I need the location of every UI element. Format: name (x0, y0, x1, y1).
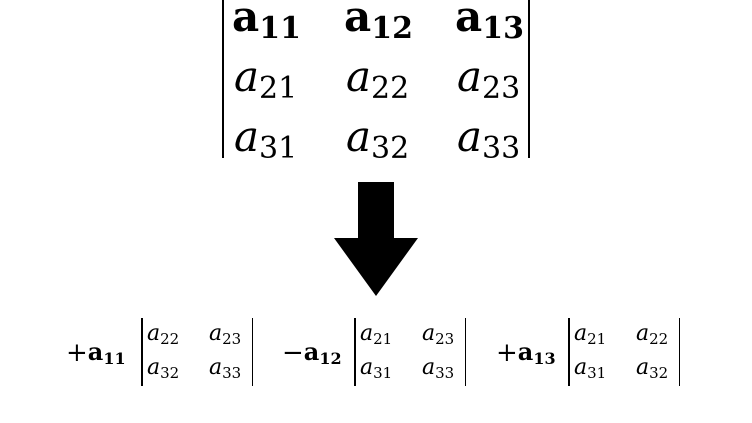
entry-base: a (457, 112, 483, 161)
term-coefficient: −a12 (282, 340, 342, 367)
entry-base: a (346, 52, 372, 101)
entry-base: a (422, 321, 436, 346)
entry-subscript: 23 (435, 330, 455, 348)
entry-subscript: 21 (587, 330, 607, 348)
matrix-entry-a33: a33 (457, 116, 553, 164)
entry-base: a (209, 355, 223, 380)
entry-subscript: 21 (259, 71, 298, 106)
entry-base: a (455, 0, 483, 41)
entry-base: a (234, 112, 260, 161)
matrix-entry-a31: a31 (234, 116, 330, 164)
entry-base: a (147, 355, 161, 380)
entry-base: a (360, 321, 374, 346)
matrix-entry-a13: a13 (455, 0, 551, 44)
minor-entry: a32 (636, 357, 668, 381)
matrix-entry-a21: a21 (234, 56, 330, 104)
entry-base: a (636, 321, 650, 346)
arrow-down-icon (334, 182, 418, 296)
entry-base: a (457, 52, 483, 101)
arrow-shape (334, 182, 418, 296)
entry-subscript: 22 (371, 71, 410, 106)
coefficient-subscript: 11 (103, 349, 126, 368)
entry-subscript: 32 (371, 131, 410, 166)
entry-subscript: 23 (222, 330, 242, 348)
minor-entry: a23 (422, 323, 454, 347)
minor-entry: a21 (574, 323, 606, 347)
coefficient-base: a (87, 337, 104, 366)
minor-entry: a23 (209, 323, 241, 347)
entry-base: a (574, 355, 588, 380)
minor-entry: a22 (147, 323, 179, 347)
coefficient-base: a (303, 337, 320, 366)
matrix-entry-a11: a11 (232, 0, 328, 44)
entry-subscript: 23 (482, 71, 521, 106)
entry-subscript: 31 (373, 364, 393, 382)
minor-entry: a21 (360, 323, 392, 347)
entry-subscript: 31 (259, 131, 298, 166)
coefficient-subscript: 12 (319, 349, 342, 368)
determinant-left-bar (222, 0, 224, 158)
minor-left-bar (141, 318, 143, 386)
entry-base: a (147, 321, 161, 346)
minor-entry: a32 (147, 357, 179, 381)
term-sign: + (496, 338, 518, 368)
term-coefficient: +a13 (496, 340, 556, 367)
minor-right-bar (678, 318, 680, 386)
cofactor-term-1: +a11 a22 a23 a32 a33 (66, 318, 256, 386)
entry-subscript: 22 (649, 330, 669, 348)
minor-right-bar (464, 318, 466, 386)
matrix-entry-a23: a23 (457, 56, 553, 104)
minor-entry: a22 (636, 323, 668, 347)
entry-subscript: 33 (435, 364, 455, 382)
entry-base: a (422, 355, 436, 380)
determinant-3x3: a11 a12 a13 a21 a22 a23 a31 a32 a33 (222, 0, 530, 164)
coefficient-subscript: 13 (533, 349, 556, 368)
minor-left-bar (568, 318, 570, 386)
minor-left-bar (354, 318, 356, 386)
coefficient-base: a (517, 337, 534, 366)
entry-base: a (574, 321, 588, 346)
entry-subscript: 13 (482, 11, 524, 46)
minor-entry: a31 (360, 357, 392, 381)
entry-base: a (346, 112, 372, 161)
entry-subscript: 11 (259, 11, 301, 46)
entry-subscript: 21 (373, 330, 393, 348)
cofactor-term-3: +a13 a21 a22 a31 a32 (496, 318, 686, 386)
matrix-entry-a32: a32 (346, 116, 442, 164)
term-sign: + (66, 338, 88, 368)
entry-base: a (209, 321, 223, 346)
minor-entry: a33 (422, 357, 454, 381)
minor-right-bar (251, 318, 253, 386)
entry-subscript: 31 (587, 364, 607, 382)
entry-subscript: 22 (160, 330, 180, 348)
matrix-entry-a22: a22 (346, 56, 442, 104)
term-coefficient: +a11 (66, 340, 126, 367)
entry-subscript: 12 (371, 11, 413, 46)
minor-entry: a33 (209, 357, 241, 381)
minor-entry: a31 (574, 357, 606, 381)
minor-determinant-3: a21 a22 a31 a32 (568, 318, 680, 386)
cofactor-term-2: −a12 a21 a23 a31 a33 (282, 318, 472, 386)
determinant-right-bar (528, 0, 530, 158)
entry-base: a (232, 0, 260, 41)
entry-base: a (360, 355, 374, 380)
entry-subscript: 33 (222, 364, 242, 382)
entry-subscript: 32 (160, 364, 180, 382)
term-sign: − (282, 338, 304, 368)
minor-determinant-2: a21 a23 a31 a33 (354, 318, 466, 386)
entry-subscript: 32 (649, 364, 669, 382)
matrix-entry-a12: a12 (344, 0, 440, 44)
entry-subscript: 33 (482, 131, 521, 166)
minor-determinant-1: a22 a23 a32 a33 (141, 318, 253, 386)
entry-base: a (344, 0, 372, 41)
entry-base: a (636, 355, 650, 380)
entry-base: a (234, 52, 260, 101)
